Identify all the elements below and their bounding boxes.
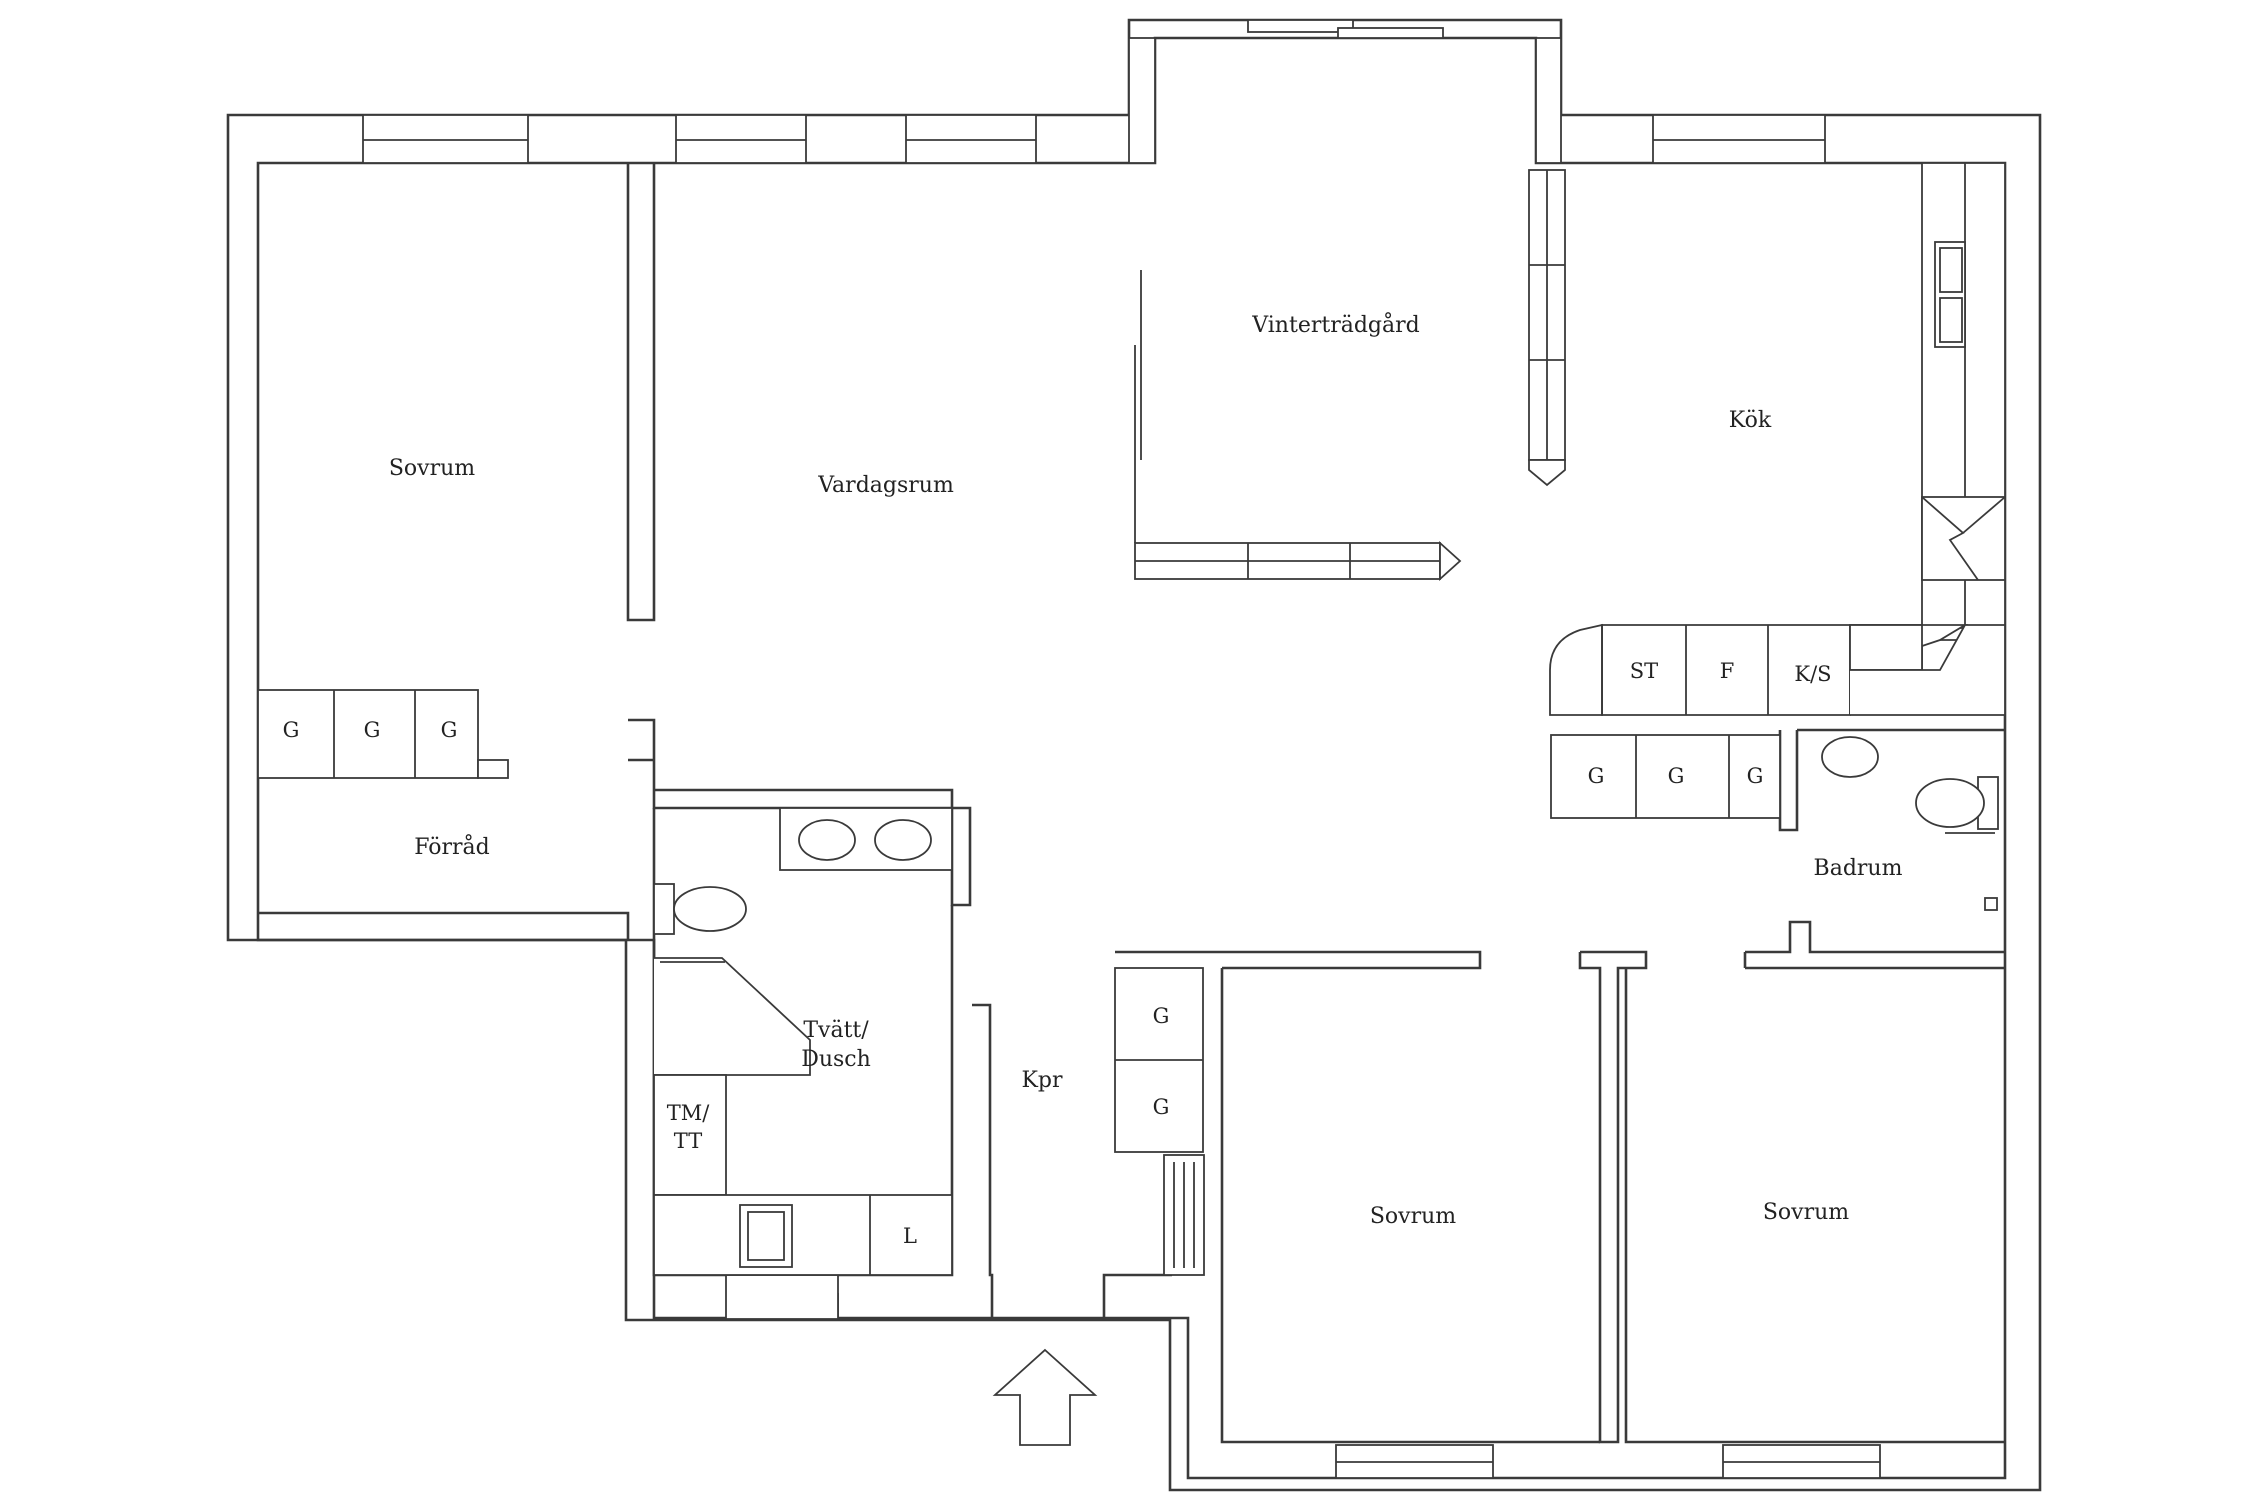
room-label-vinterradgard: Vinterträdgård bbox=[1251, 311, 1419, 338]
entrance-arrow-icon bbox=[992, 1348, 1098, 1446]
wardrobe-label: G bbox=[1747, 764, 1764, 788]
counter-label-f: F bbox=[1720, 659, 1735, 683]
wardrobe-label: G bbox=[1668, 764, 1685, 788]
room-label-tvatt: Tvätt/ bbox=[803, 1018, 869, 1043]
kitchen-fixtures bbox=[1549, 241, 2006, 716]
wardrobe-label: G bbox=[441, 718, 458, 742]
wardrobe-label: G bbox=[1588, 764, 1605, 788]
room-label-vardagsrum: Vardagsrum bbox=[817, 473, 954, 498]
fixture-label-tm: TM/ bbox=[667, 1101, 711, 1125]
counter-label-st: ST bbox=[1630, 659, 1658, 683]
room-label-kok: Kök bbox=[1729, 408, 1772, 433]
wardrobe-label: G bbox=[1153, 1095, 1170, 1119]
room-label-sovrum-s1: Sovrum bbox=[1370, 1204, 1456, 1229]
room-label-dusch: Dusch bbox=[801, 1047, 871, 1072]
bathroom-fixtures bbox=[653, 736, 1999, 1276]
wardrobe-label: G bbox=[364, 718, 381, 742]
fixture-label-tt: TT bbox=[674, 1129, 702, 1153]
counter-label-ks: K/S bbox=[1794, 662, 1831, 686]
wardrobe-label: G bbox=[1153, 1004, 1170, 1028]
wardrobes bbox=[257, 689, 1781, 1276]
wardrobe-label: G bbox=[283, 718, 300, 742]
room-label-kpr: Kpr bbox=[1021, 1068, 1063, 1093]
room-label-badrum: Badrum bbox=[1814, 856, 1903, 881]
room-label-sovrum-s2: Sovrum bbox=[1763, 1200, 1849, 1225]
room-label-sovrum-nw: Sovrum bbox=[389, 456, 475, 481]
room-label-forrad: Förråd bbox=[414, 833, 490, 860]
fixture-label-l: L bbox=[903, 1224, 917, 1248]
